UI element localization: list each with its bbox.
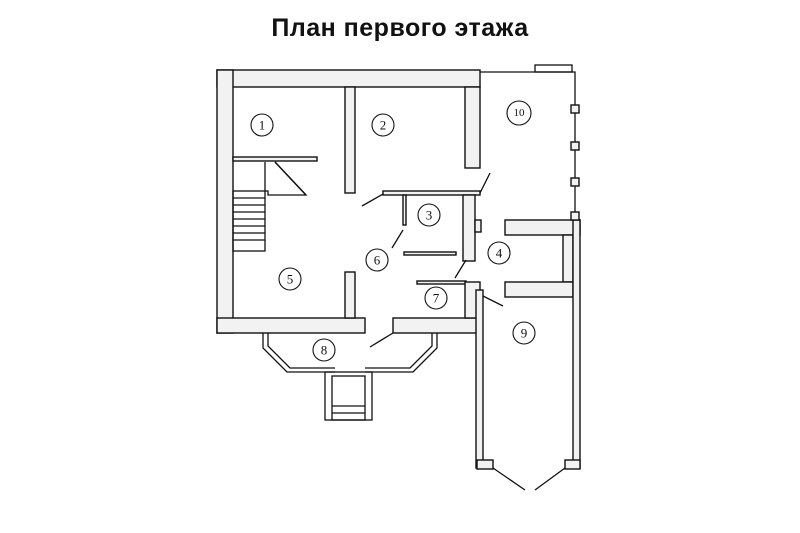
room-label-9: 9 [512,321,536,345]
doors [361,172,566,491]
room-label-7: 7 [424,286,448,310]
room-label-1: 1 [250,113,274,137]
svg-text:10: 10 [514,107,526,119]
svg-text:9: 9 [521,326,528,341]
svg-text:6: 6 [374,253,381,268]
svg-text:2: 2 [380,118,387,133]
room-label-10: 10 [506,100,532,126]
svg-text:3: 3 [426,208,433,223]
room-label-8: 8 [312,338,336,362]
svg-text:1: 1 [259,118,266,133]
porch-bay [262,333,438,421]
room-label-2: 2 [371,113,395,137]
stairs [232,161,308,252]
walls [216,69,581,470]
room-label-5: 5 [278,267,302,291]
svg-text:4: 4 [496,246,503,261]
plan-title: План первого этажа [271,14,529,42]
svg-text:5: 5 [287,272,294,287]
svg-text:8: 8 [321,343,328,358]
svg-text:7: 7 [433,291,440,306]
room-labels: 1 2 3 4 5 6 7 8 9 10 [250,100,536,362]
room-10-outline [480,64,580,221]
room-label-6: 6 [365,248,389,272]
room-label-4: 4 [487,241,511,265]
room-label-3: 3 [417,203,441,227]
